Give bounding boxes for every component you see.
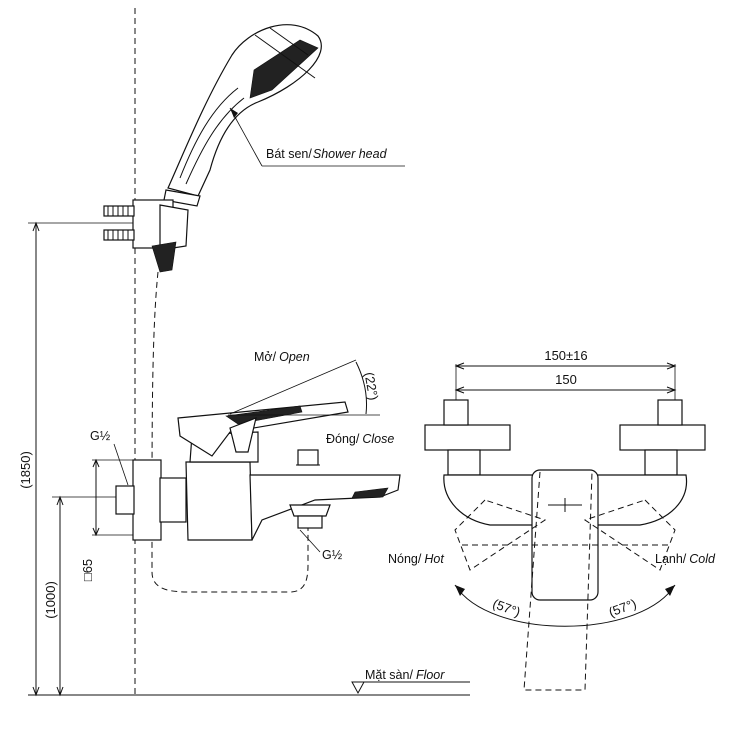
shower-head [163, 24, 322, 207]
mixer-side-view [115, 431, 401, 541]
rotation-arc [454, 584, 676, 627]
open-label: Mở/Open [254, 350, 310, 364]
outlet-thread-label: G½ [322, 548, 343, 562]
lever-angle-mark [228, 359, 380, 416]
lever-angle-label: (22°) [362, 371, 382, 402]
close-label: Đóng/Close [326, 432, 394, 446]
shower-head-label: Bát sen/Shower head [266, 147, 388, 161]
cold-label: Lạnh/Cold [655, 552, 716, 566]
mixer-lever[interactable] [177, 401, 349, 457]
cold-angle-label: (57°) [607, 596, 639, 620]
floor-marker-icon [351, 681, 470, 695]
outlet-leader [299, 529, 321, 553]
wall-bracket [132, 199, 189, 273]
dimension-1850 [28, 221, 133, 697]
wall-anchor-icon [103, 205, 135, 241]
dimension-1850-label: (1850) [18, 451, 33, 489]
floor-label: Mặt sàn/Floor [365, 668, 445, 682]
shower-leader [229, 107, 405, 167]
hot-angle-label: (57°) [491, 596, 523, 620]
dimension-1000-label: (1000) [43, 581, 58, 619]
dimension-150 [454, 386, 677, 394]
inlet-thread-label: G½ [90, 429, 111, 443]
dimension-65-label: □65 [80, 559, 95, 581]
dimension-150-tolerance-label: 150±16 [544, 348, 587, 363]
inlet-leader [113, 443, 129, 486]
dimension-1000 [52, 495, 120, 697]
hose-path [151, 271, 309, 593]
mixer-front-view [424, 399, 706, 691]
hot-label: Nóng/Hot [388, 552, 444, 566]
dimension-150-label: 150 [555, 372, 577, 387]
